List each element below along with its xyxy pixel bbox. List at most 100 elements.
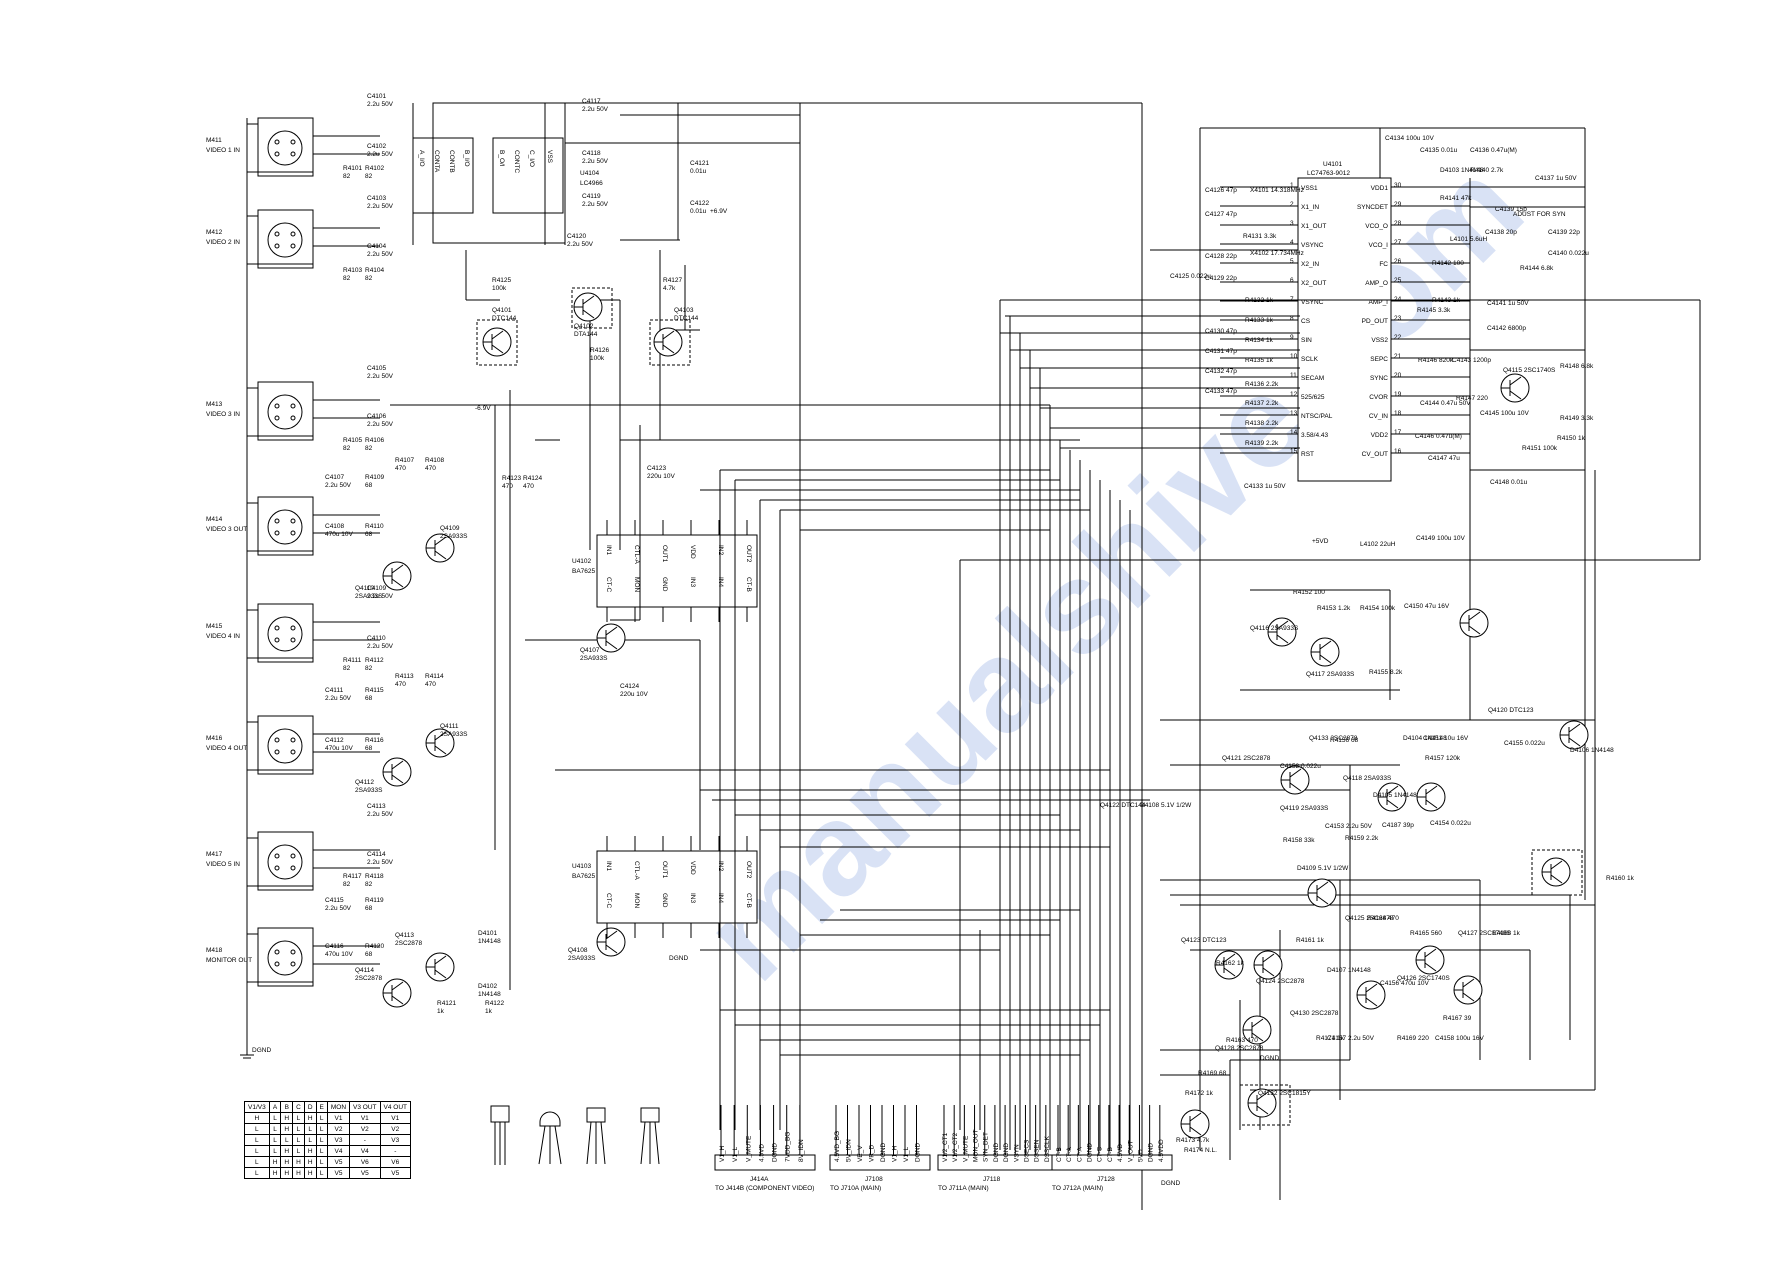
- component-value: 470u 10V: [325, 951, 353, 958]
- transistor-q4131: [1247, 1088, 1277, 1118]
- jack-pin-label: V1/2_CT1: [942, 1132, 949, 1162]
- mini-din-jack-icon: [267, 728, 303, 764]
- u4101-pin-label: VCO_I: [1368, 242, 1388, 249]
- truth-table-cell: V5: [349, 1167, 381, 1179]
- component-label: C4127 47p: [1205, 211, 1237, 218]
- component-value: 82: [365, 275, 373, 282]
- component-label: C4152 0.022u: [1280, 763, 1321, 770]
- component-value: 2.2u 50V: [367, 859, 394, 866]
- transistor-q4127: [1415, 945, 1445, 975]
- component-ref: C4112: [325, 737, 344, 744]
- jack-pin-label: V_OUT: [1127, 1140, 1134, 1162]
- jack-pin-label: 8V_IDN: [798, 1139, 805, 1162]
- component-ref: R4101: [343, 165, 363, 172]
- component-ref: R4112: [365, 657, 384, 664]
- truth-table-cell: V1: [379, 1112, 412, 1124]
- component-value: 82: [343, 665, 351, 672]
- component-label: C4139 22p: [1548, 229, 1580, 236]
- jack-pin-label: 4.5VDD: [1158, 1139, 1165, 1162]
- transistor-q4130: [1242, 1015, 1272, 1045]
- u4102-pins: IN1CT-CCTL-AMONOUT1GNDVDDIN3IN2IN4OUT2CT…: [605, 520, 752, 622]
- u4101-pin-number: 2: [1290, 201, 1294, 208]
- component-ref: C4106: [367, 413, 387, 420]
- u4104-part: LC4966: [580, 180, 603, 187]
- component-ref: C4122: [690, 200, 710, 207]
- jack-pin-label: CT-B: [1056, 1147, 1063, 1162]
- component-value: DTC144: [674, 315, 699, 322]
- component-value: 1N4148: [478, 991, 501, 998]
- truth-table-cell: H: [292, 1156, 305, 1168]
- u4101-pin-number: 27: [1394, 239, 1402, 246]
- u4101-pin-label: PD_OUT: [1362, 318, 1388, 325]
- truth-table-header-cell: C: [292, 1101, 305, 1113]
- component-label: C4126 47p: [1205, 187, 1237, 194]
- u4101-pin-label: CVOR: [1369, 394, 1388, 401]
- transistor-q4103: [653, 327, 683, 357]
- component-label: C4128 22p: [1205, 253, 1237, 260]
- component-ref: Q4113: [395, 932, 414, 939]
- rail-plus69: +6.9V: [710, 208, 728, 215]
- component-label: R4157 120k: [1425, 755, 1461, 762]
- jack-destination: TO J712A (MAIN): [1052, 1185, 1103, 1192]
- component-label: D4109 5.1V 1/2W: [1297, 865, 1349, 872]
- component-value: 2SC2878: [395, 940, 422, 947]
- jack-ref: J7108: [865, 1176, 883, 1183]
- component-ref: C4103: [367, 195, 387, 202]
- component-value: 68: [365, 951, 373, 958]
- component-value: 2SA933S: [355, 787, 383, 794]
- u4104-pin-label: B_O/I: [498, 150, 505, 167]
- u4101-pin-number: 17: [1394, 429, 1402, 436]
- u4102-ref: U4102: [572, 558, 592, 565]
- jack-pin-label: V1_L: [732, 1146, 739, 1162]
- component-label: C4136 0.47u(M): [1470, 147, 1517, 154]
- component-label: R4137 2.2k: [1245, 400, 1279, 407]
- truth-table-header-cell: MON: [326, 1101, 351, 1113]
- jack-pin-label: V_MUTE: [962, 1135, 969, 1162]
- component-value: 68: [365, 905, 373, 912]
- truth-table-cell: H: [268, 1156, 282, 1168]
- component-label: R4145 3.3k: [1417, 307, 1451, 314]
- component-value: 470: [395, 465, 406, 472]
- u4102-pin-label: MON: [633, 577, 640, 592]
- jack-pin-label: DSECS: [1023, 1139, 1030, 1162]
- component-ref: R4105: [343, 437, 363, 444]
- jack-pin-label: 7VDD_BG: [785, 1132, 792, 1162]
- truth-table-cell: L: [268, 1123, 282, 1135]
- truth-table-cell: H: [280, 1112, 294, 1124]
- component-ref: R4104: [365, 267, 385, 274]
- u4101-pin-number: 3: [1290, 220, 1294, 227]
- truth-table-cell: L: [303, 1123, 317, 1135]
- component-ref: Q4109: [440, 525, 460, 532]
- transistor-q4111: [425, 728, 455, 758]
- component-label: R4169 68: [1198, 1070, 1227, 1077]
- u4101-pin-label: SIN: [1301, 337, 1312, 344]
- component-ref: C4120: [567, 233, 587, 240]
- component-value: 220u 10V: [647, 473, 675, 480]
- component-label: C4125 0.022u: [1170, 273, 1211, 280]
- component-label: R4144 6.8k: [1520, 265, 1554, 272]
- component-ref: R4124: [523, 475, 543, 482]
- truth-table-cell: H: [280, 1156, 294, 1168]
- component-ref: R4111: [343, 657, 362, 664]
- component-label: C4149 100u 10V: [1416, 535, 1465, 542]
- component-label: C4138 20p: [1485, 229, 1517, 236]
- connector-ref: M412: [206, 229, 223, 236]
- transistor-q4112: [382, 757, 412, 787]
